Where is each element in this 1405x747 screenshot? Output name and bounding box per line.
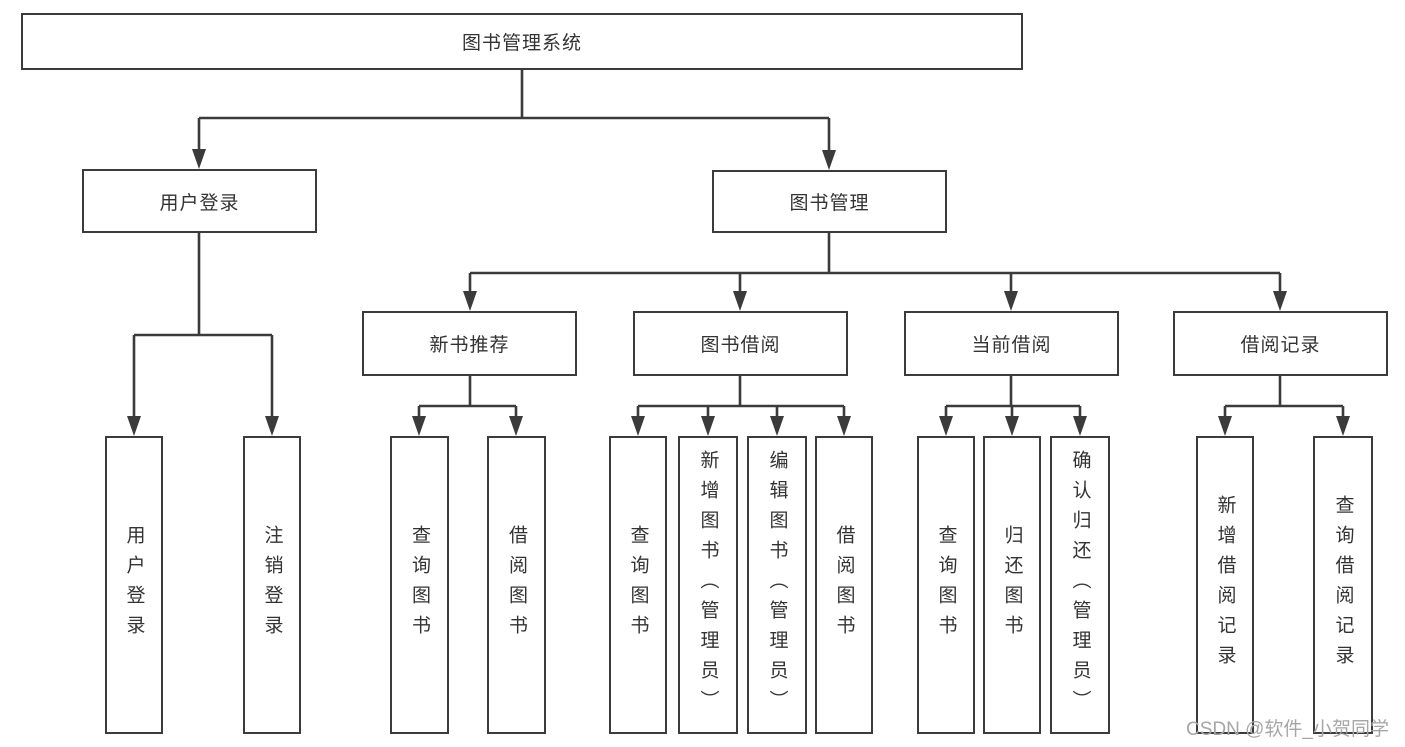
- node-borrowing-records-label: 借阅记录: [1240, 335, 1321, 356]
- node-borrowing-records: 借阅记录: [1173, 311, 1388, 376]
- leaf-return-book: 归还图书: [983, 436, 1041, 734]
- leaf-borrowing-query-book-label: 查询图书: [627, 525, 649, 645]
- leaf-query-borrow-record-label: 查询借阅记录: [1332, 495, 1354, 675]
- node-book-borrowing: 图书借阅: [633, 311, 848, 376]
- leaf-add-borrow-record: 新增借阅记录: [1196, 436, 1254, 734]
- leaf-recommend-query-book: 查询图书: [390, 436, 449, 734]
- leaf-borrowing-borrow-book-label: 借阅图书: [833, 525, 855, 645]
- node-book-management: 图书管理: [712, 170, 947, 233]
- leaf-current-query-book: 查询图书: [917, 436, 975, 734]
- leaf-edit-book-admin: 编辑图书（管理员）: [747, 436, 807, 734]
- leaf-confirm-return-admin-label: 确认归还（管理员）: [1069, 450, 1091, 720]
- node-book-management-label: 图书管理: [789, 193, 870, 214]
- leaf-add-book-admin: 新增图书（管理员）: [678, 436, 738, 734]
- leaf-logout-label: 注销登录: [261, 525, 283, 645]
- leaf-recommend-borrow-book-label: 借阅图书: [506, 525, 527, 645]
- node-current-borrowing-label: 当前借阅: [971, 335, 1052, 356]
- leaf-confirm-return-admin: 确认归还（管理员）: [1050, 436, 1110, 734]
- leaf-current-query-book-label: 查询图书: [935, 525, 957, 645]
- csdn-watermark: CSDN @软件_小贺同学: [1186, 719, 1389, 740]
- node-library-management-system: 图书管理系统: [21, 13, 1023, 70]
- leaf-logout: 注销登录: [243, 436, 301, 734]
- leaf-borrowing-borrow-book: 借阅图书: [815, 436, 873, 734]
- leaf-user-login: 用户登录: [105, 436, 163, 734]
- node-user-login: 用户登录: [82, 169, 317, 233]
- node-user-login-label: 用户登录: [159, 192, 240, 214]
- leaf-user-login-label: 用户登录: [123, 525, 145, 645]
- leaf-recommend-borrow-book: 借阅图书: [487, 436, 546, 734]
- leaf-recommend-query-book-label: 查询图书: [409, 525, 430, 645]
- node-book-borrowing-label: 图书借阅: [700, 335, 781, 356]
- node-new-book-recommendation: 新书推荐: [362, 311, 577, 376]
- leaf-add-book-admin-label: 新增图书（管理员）: [697, 450, 719, 720]
- node-library-management-system-label: 图书管理系统: [461, 33, 582, 54]
- leaf-return-book-label: 归还图书: [1001, 525, 1023, 645]
- leaf-edit-book-admin-label: 编辑图书（管理员）: [766, 450, 788, 720]
- leaf-add-borrow-record-label: 新增借阅记录: [1214, 495, 1236, 675]
- leaf-borrowing-query-book: 查询图书: [609, 436, 667, 734]
- node-new-book-recommendation-label: 新书推荐: [429, 335, 510, 356]
- node-current-borrowing: 当前借阅: [904, 311, 1119, 376]
- leaf-query-borrow-record: 查询借阅记录: [1313, 436, 1373, 734]
